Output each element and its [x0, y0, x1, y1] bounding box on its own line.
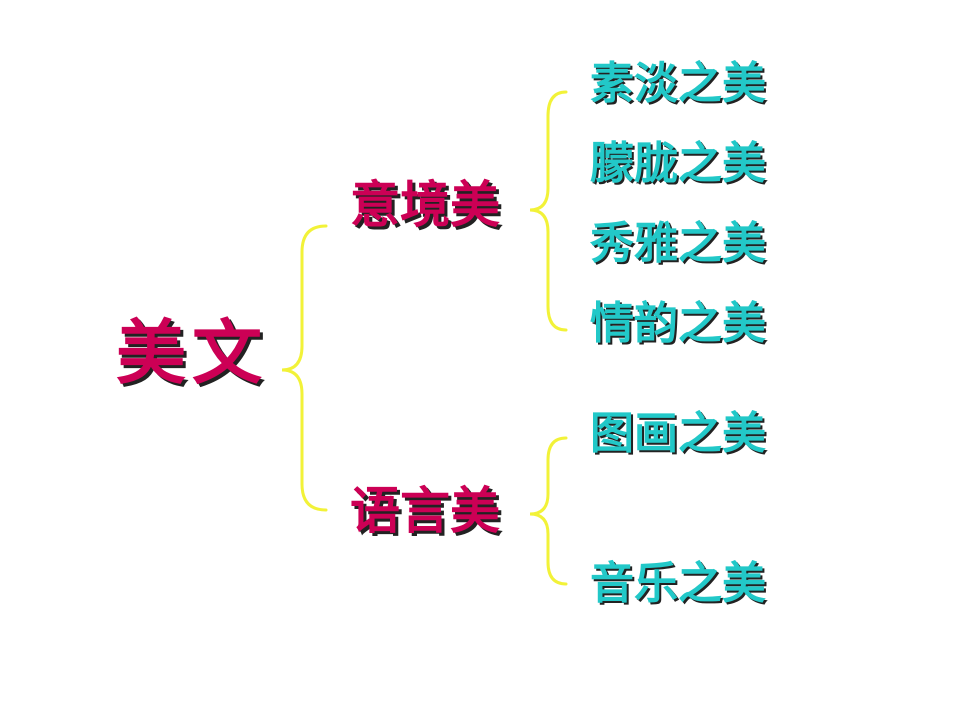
root-brace [281, 224, 328, 512]
leaf-node-menglong: 朦胧之美 [590, 138, 766, 189]
branch-node-yuyan: 语言美 [350, 481, 500, 540]
root-node: 美文 [116, 311, 268, 394]
leaf-node-tuhua: 图画之美 [590, 408, 766, 459]
branch-node-yijing: 意境美 [350, 175, 500, 234]
branch-a-brace [529, 90, 568, 332]
leaf-node-yinyue: 音乐之美 [590, 558, 766, 609]
leaf-node-sudan: 素淡之美 [590, 58, 766, 109]
leaf-node-xiuya: 秀雅之美 [590, 218, 766, 269]
leaf-node-qingyun: 情韵之美 [590, 298, 766, 349]
branch-b-brace [529, 436, 568, 586]
